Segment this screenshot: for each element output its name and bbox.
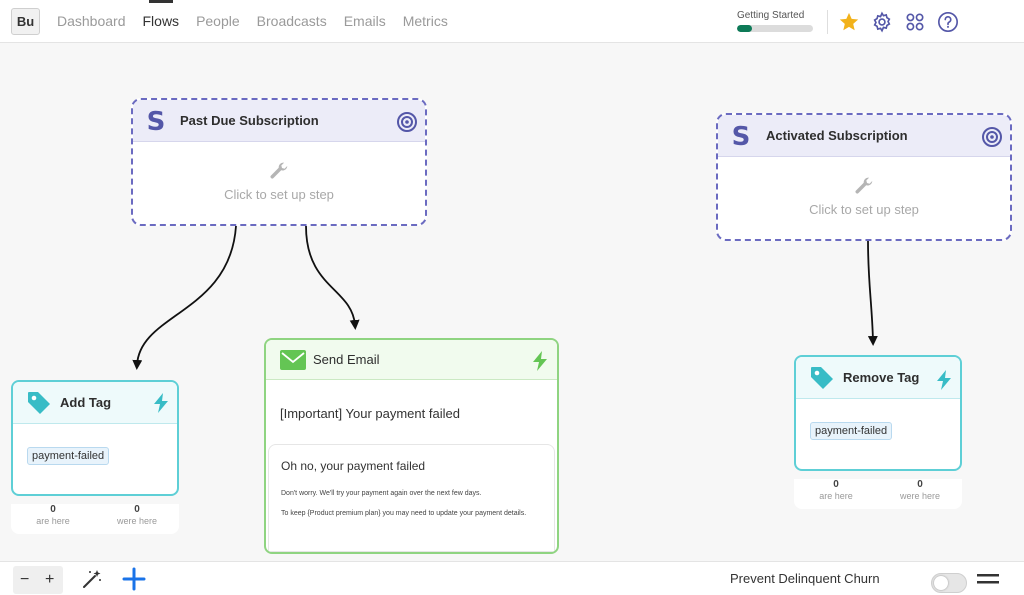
email-preview-body: Don't worry. We'll try your payment agai… [281, 490, 482, 497]
node-stats: 0 are here 0 were here [11, 504, 179, 534]
lightning-icon [154, 393, 168, 413]
stat-were: 0 were here [95, 504, 179, 534]
node-title: Activated Subscription [766, 128, 908, 143]
tag-icon [28, 392, 50, 414]
action-send-email[interactable]: Send Email [Important] Your payment fail… [264, 338, 559, 554]
svg-text:S: S [732, 123, 751, 149]
node-header: Add Tag [13, 382, 177, 424]
node-header: S Activated Subscription [718, 115, 1010, 157]
node-title: Remove Tag [843, 370, 920, 385]
stat-were: 0 were here [878, 479, 962, 509]
zoom-in-button[interactable]: + [45, 571, 55, 588]
stat-label: are here [36, 516, 70, 526]
stat-value: 0 [50, 504, 56, 515]
node-stats: 0 are here 0 were here [794, 479, 962, 509]
zoom-controls: − + [13, 566, 63, 594]
stat-value: 0 [917, 479, 923, 490]
connector-activated-to-remove-tag [867, 240, 878, 346]
add-icon[interactable] [122, 567, 146, 591]
action-remove-tag[interactable]: Remove Tag payment-failed [794, 355, 962, 471]
bottom-toolbar: − + Prevent Delinquent Churn [0, 561, 1024, 595]
email-preview-body: To keep {Product premium plan} you may n… [281, 510, 527, 517]
flow-active-toggle[interactable] [931, 573, 967, 593]
nav-flows[interactable]: Flows [143, 0, 179, 43]
nav-metrics[interactable]: Metrics [402, 13, 448, 29]
getting-started-label: Getting Started [737, 10, 805, 21]
stripe-logo-icon: S [147, 108, 166, 134]
getting-started[interactable]: Getting Started [737, 10, 813, 32]
top-bar: Bu Dashboard Flows People Broadcasts Ema… [0, 0, 1024, 43]
magic-wand-icon[interactable] [81, 568, 103, 590]
stat-here: 0 are here [11, 504, 95, 534]
stat-value: 0 [134, 504, 140, 515]
star-icon[interactable] [838, 11, 860, 33]
email-preview-heading: Oh no, your payment failed [281, 459, 426, 473]
toggle-knob [934, 576, 948, 590]
tag-icon [811, 367, 833, 389]
lightning-icon [937, 370, 951, 390]
getting-started-progress-fill [737, 25, 753, 32]
wrench-icon [855, 177, 873, 194]
lightning-icon [533, 351, 547, 371]
action-add-tag[interactable]: Add Tag payment-failed [11, 380, 179, 496]
main-nav: Dashboard Flows People Broadcasts Emails… [57, 0, 465, 43]
node-title: Past Due Subscription [180, 113, 319, 128]
node-header: Remove Tag [796, 357, 960, 399]
setup-step-label: Click to set up step [809, 202, 919, 217]
setup-area[interactable]: Click to set up step [133, 160, 425, 202]
svg-text:S: S [147, 108, 166, 134]
stat-label: were here [899, 491, 941, 501]
setup-area[interactable]: Click to set up step [718, 175, 1010, 217]
trigger-activated-subscription[interactable]: S Activated Subscription Click to set up… [716, 113, 1012, 241]
divider [827, 10, 828, 34]
stat-value: 0 [833, 479, 839, 490]
zoom-out-button[interactable]: − [20, 571, 30, 588]
node-header: Send Email [266, 340, 557, 380]
nav-dashboard[interactable]: Dashboard [57, 13, 126, 29]
connector-past-due-to-send-email [305, 225, 360, 330]
app-logo[interactable]: Bu [11, 8, 40, 35]
node-title: Add Tag [60, 395, 112, 410]
target-icon[interactable] [396, 111, 418, 133]
stat-label: were here [116, 516, 158, 526]
email-preview[interactable]: Oh no, your payment failed Don't worry. … [268, 444, 555, 552]
help-icon[interactable] [937, 11, 959, 33]
node-header: S Past Due Subscription [133, 100, 425, 142]
target-icon[interactable] [981, 126, 1003, 148]
envelope-icon [280, 350, 306, 370]
gear-icon[interactable] [871, 11, 893, 33]
email-subject: [Important] Your payment failed [280, 406, 460, 421]
getting-started-progress-bar [737, 25, 813, 32]
nav-people[interactable]: People [196, 13, 240, 29]
flow-name: Prevent Delinquent Churn [730, 571, 880, 586]
apps-grid-icon[interactable] [904, 11, 926, 33]
setup-step-label: Click to set up step [224, 187, 334, 202]
stat-label: are here [819, 491, 853, 501]
node-title: Send Email [313, 352, 380, 367]
connector-past-due-to-add-tag [132, 225, 237, 370]
tag-chip: payment-failed [810, 422, 893, 440]
flow-connectors [132, 225, 878, 370]
stripe-logo-icon: S [732, 123, 751, 149]
menu-icon[interactable] [977, 572, 999, 586]
trigger-past-due-subscription[interactable]: S Past Due Subscription Click to set up … [131, 98, 427, 226]
wrench-icon [270, 162, 288, 179]
stat-here: 0 are here [794, 479, 878, 509]
nav-emails[interactable]: Emails [343, 13, 386, 29]
tag-chip: payment-failed [27, 447, 110, 465]
nav-broadcasts[interactable]: Broadcasts [256, 13, 327, 29]
